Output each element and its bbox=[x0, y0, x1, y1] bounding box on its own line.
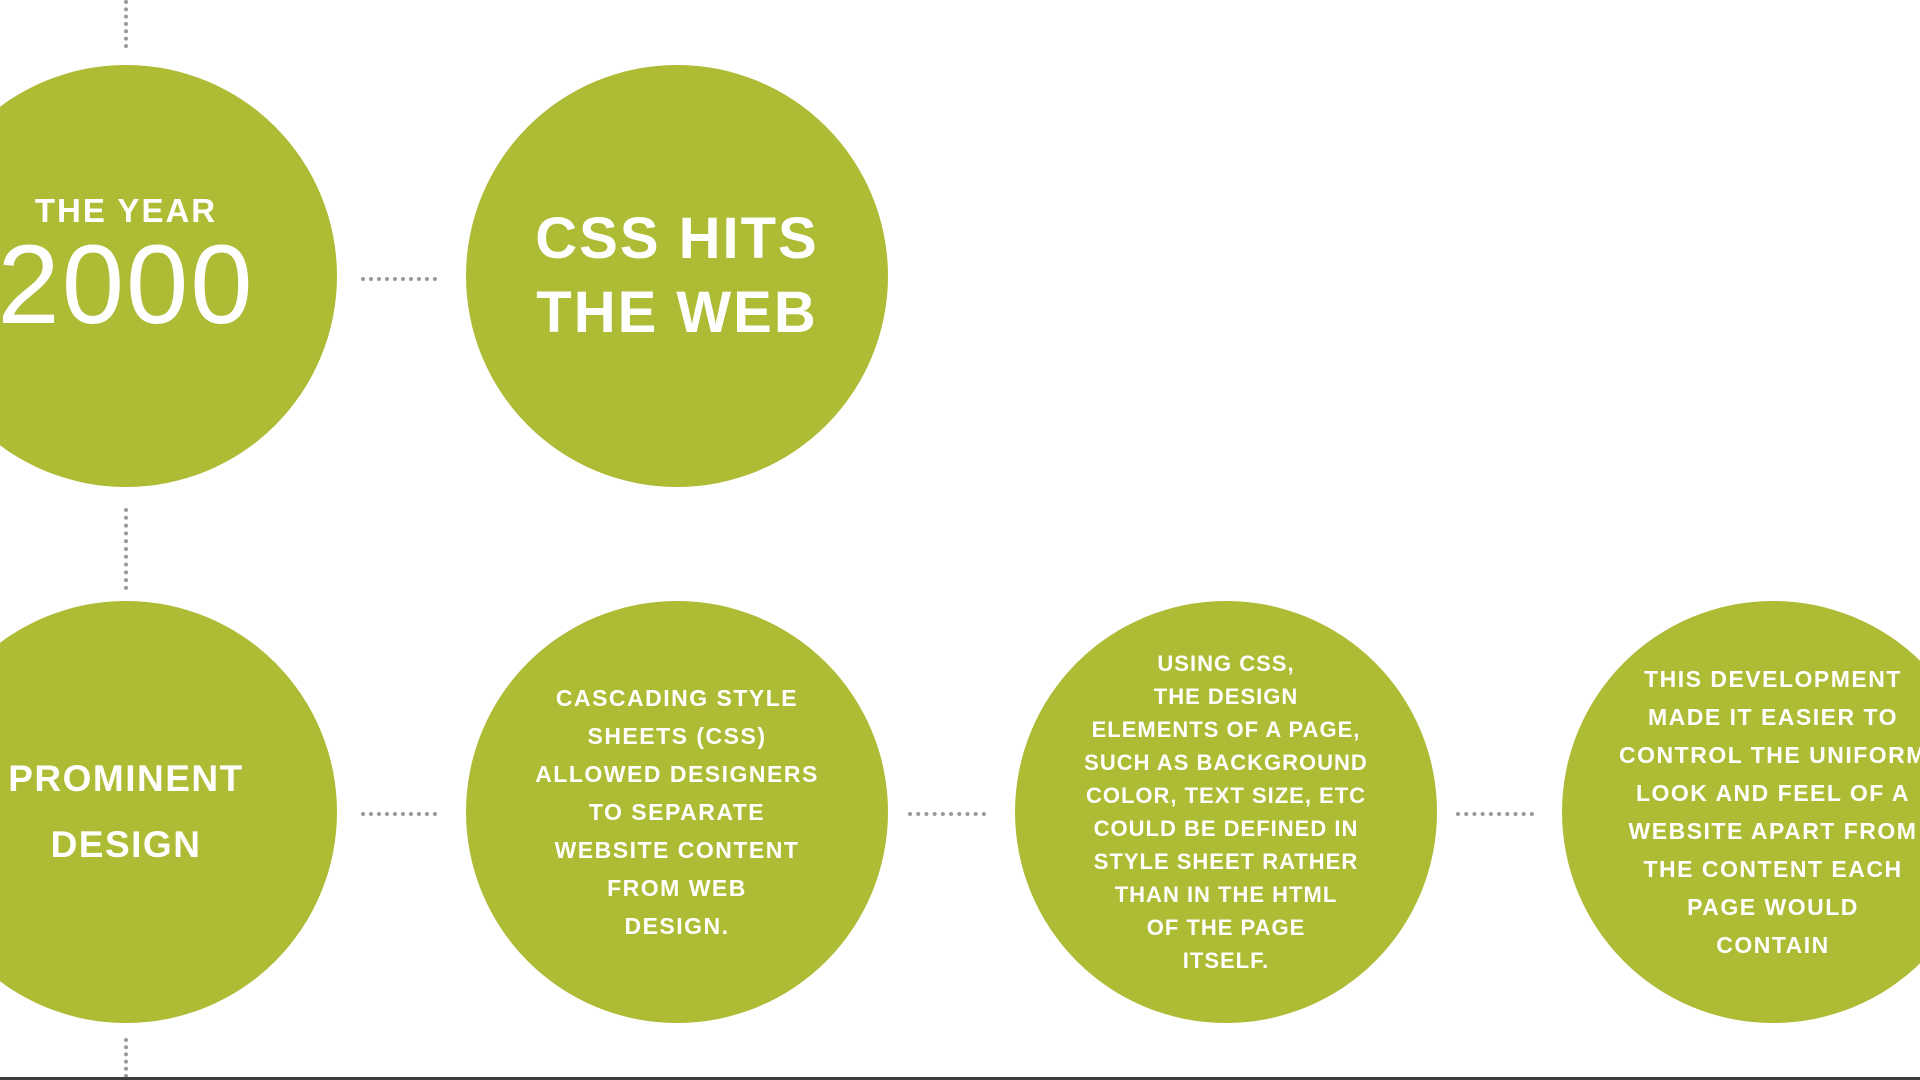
node-this-development: THIS DEVELOPMENT MADE IT EASIER TO CONTR… bbox=[1562, 601, 1920, 1023]
year-value: 2000 bbox=[0, 222, 255, 347]
connector-cascading-using bbox=[908, 812, 986, 816]
connector-top bbox=[124, 0, 128, 48]
text-line: THAN IN THE HTML bbox=[1114, 882, 1338, 907]
text-line: THE DESIGN bbox=[1153, 684, 1299, 709]
text-line: ALLOWED DESIGNERS bbox=[535, 761, 819, 787]
css-hits-line-2: THE WEB bbox=[536, 280, 818, 345]
text-line: CONTAIN bbox=[1716, 932, 1830, 958]
connector-using-development bbox=[1456, 812, 1534, 816]
text-line: SHEETS (CSS) bbox=[587, 723, 767, 749]
text-line: MADE IT EASIER TO bbox=[1648, 704, 1898, 730]
text-line: THE CONTENT EACH bbox=[1643, 856, 1903, 882]
text-line: OF THE PAGE bbox=[1146, 915, 1306, 940]
node-year-2000: THE YEAR 2000 bbox=[0, 65, 337, 487]
text-line: LOOK AND FEEL OF A bbox=[1635, 780, 1911, 806]
css-hits-line-1: CSS HITS bbox=[535, 206, 819, 271]
text-line: ELEMENTS OF A PAGE, bbox=[1091, 717, 1361, 742]
prominent-line-2: DESIGN bbox=[50, 824, 202, 865]
connector-row bbox=[124, 508, 128, 590]
text-line: DESIGN. bbox=[624, 913, 730, 939]
node-css-hits-the-web: CSS HITS THE WEB bbox=[466, 65, 888, 487]
bottom-border bbox=[0, 1077, 1920, 1080]
text-line: WEBSITE CONTENT bbox=[554, 837, 800, 863]
text-line: CONTROL THE UNIFORM bbox=[1619, 742, 1920, 768]
text-line: CASCADING STYLE bbox=[555, 685, 799, 711]
text-line: COULD BE DEFINED IN bbox=[1093, 816, 1359, 841]
text-line: TO SEPARATE bbox=[588, 799, 766, 825]
text-line: COLOR, TEXT SIZE, ETC bbox=[1085, 783, 1367, 808]
prominent-line-1: PROMINENT bbox=[8, 758, 244, 799]
text-line: USING CSS, bbox=[1157, 651, 1295, 676]
connector-prominent-cascading bbox=[361, 812, 437, 816]
node-prominent-design: PROMINENT DESIGN bbox=[0, 601, 337, 1023]
text-line: SUCH AS BACKGROUND bbox=[1084, 750, 1368, 775]
connector-year-css bbox=[361, 277, 437, 281]
text-line: WEBSITE APART FROM bbox=[1628, 818, 1918, 844]
text-line: FROM WEB bbox=[607, 875, 747, 901]
node-using-css: USING CSS, THE DESIGN ELEMENTS OF A PAGE… bbox=[1015, 601, 1437, 1023]
text-line: ITSELF. bbox=[1182, 948, 1270, 973]
connector-bottom bbox=[124, 1038, 128, 1078]
text-line: THIS DEVELOPMENT bbox=[1644, 666, 1902, 692]
node-cascading-style-sheets: CASCADING STYLE SHEETS (CSS) ALLOWED DES… bbox=[466, 601, 888, 1023]
year-label: THE YEAR bbox=[34, 192, 218, 229]
text-line: STYLE SHEET RATHER bbox=[1093, 849, 1359, 874]
text-line: PAGE WOULD bbox=[1687, 894, 1859, 920]
